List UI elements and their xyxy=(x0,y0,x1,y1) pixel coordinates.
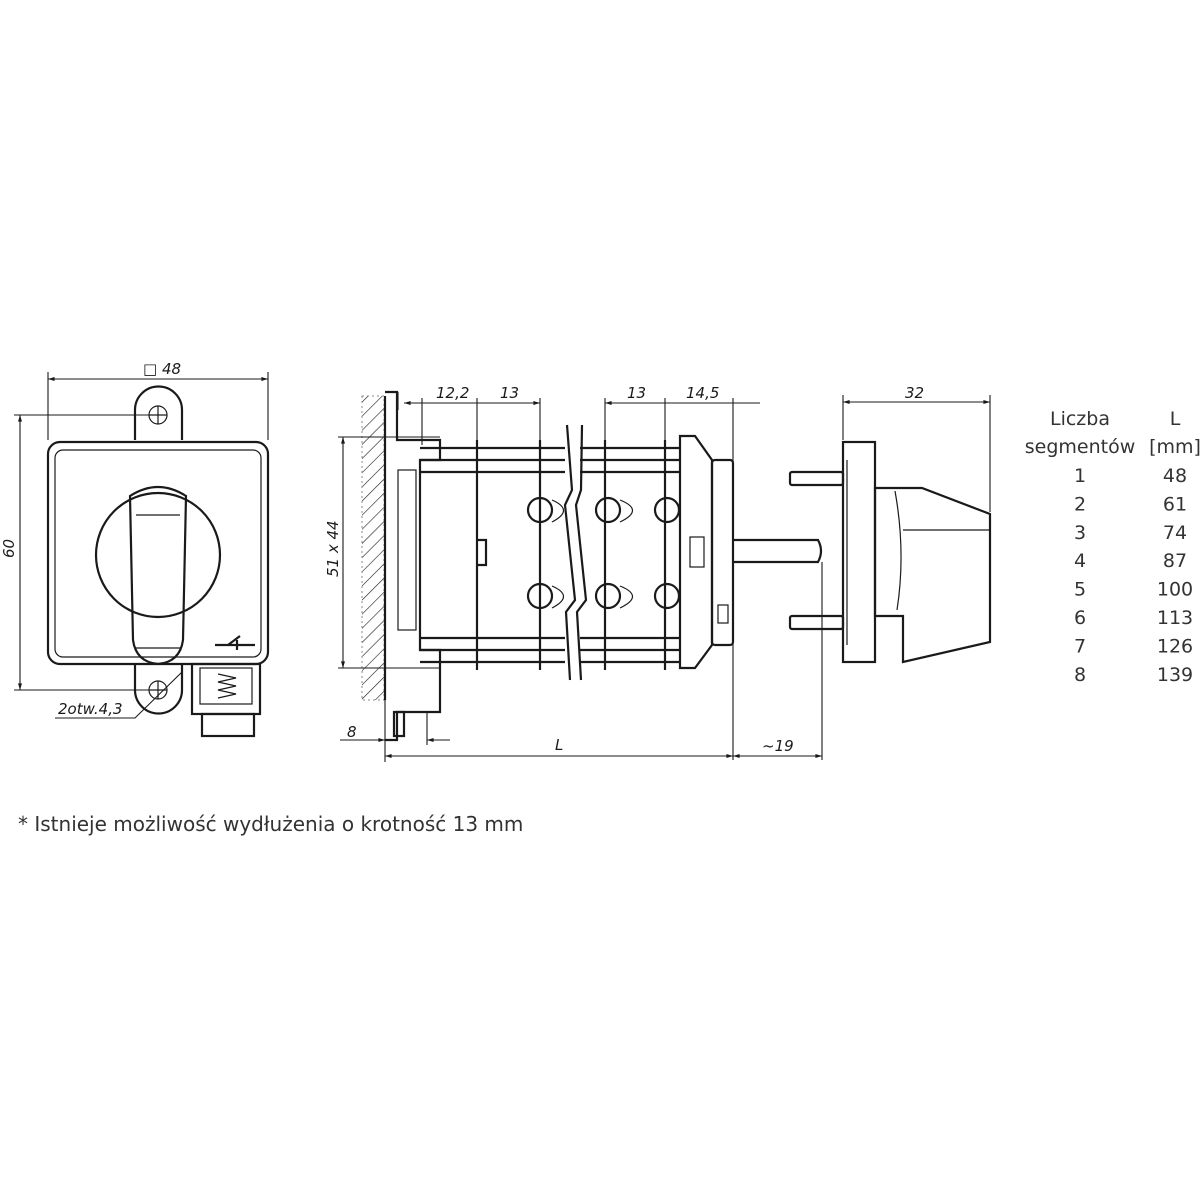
terminal-cover xyxy=(190,662,262,716)
table-cell-segments: 8 xyxy=(1074,664,1086,686)
table-cell-l: 61 xyxy=(1163,493,1187,515)
table-header-L: L xyxy=(1170,408,1181,430)
front-flange xyxy=(385,390,442,742)
mounting-pin-bottom xyxy=(788,614,845,631)
top-mounting-ear xyxy=(133,385,184,440)
mounting-panel xyxy=(362,396,384,700)
table-cell-segments: 4 xyxy=(1074,550,1086,572)
segment-lines-1 xyxy=(420,446,565,664)
dim-32: 32 xyxy=(905,384,924,402)
table-cell-l: 113 xyxy=(1157,607,1193,629)
table-cell-segments: 2 xyxy=(1074,493,1086,515)
footnote: * Istnieje możliwość wydłużenia o krotno… xyxy=(18,812,524,836)
table-cell-segments: 3 xyxy=(1074,522,1086,544)
dim-cutout: 51 x 44 xyxy=(324,520,342,577)
dim-14-5: 14,5 xyxy=(686,384,719,402)
table-header-unit: [mm] xyxy=(1149,436,1200,458)
table-header-segments-2: segmentów xyxy=(1025,436,1136,458)
latch xyxy=(200,712,256,738)
front-view: □ 48 60 2otw.4,3 xyxy=(0,360,270,738)
bottom-mounting-ear xyxy=(133,664,184,715)
dim-12-2: 12,2 xyxy=(436,384,469,402)
side-view: 12,2 13 13 14,5 51 x 44 8 L ~19 xyxy=(324,384,823,762)
rear-cover xyxy=(710,458,735,647)
table-cell-segments: 1 xyxy=(1074,465,1086,487)
table-cell-l: 74 xyxy=(1163,522,1187,544)
front-plate-outer xyxy=(46,440,270,666)
segment-lines-2 xyxy=(580,446,680,664)
handle-body xyxy=(873,486,992,664)
table-header-segments: Liczba xyxy=(1050,408,1110,430)
table-cell-l: 126 xyxy=(1157,635,1193,657)
dim-13-a: 13 xyxy=(500,384,519,402)
table-cell-l: 87 xyxy=(1163,550,1187,572)
holes-label: 2otw.4,3 xyxy=(58,700,123,718)
handle-flange xyxy=(841,440,877,664)
dim-width: □ 48 xyxy=(143,360,181,378)
break-line-left xyxy=(563,424,577,681)
end-cap xyxy=(678,434,714,670)
table-cell-l: 139 xyxy=(1157,664,1193,686)
switch-handle xyxy=(128,485,188,666)
table-cell-segments: 5 xyxy=(1074,579,1086,601)
spring-icon xyxy=(217,673,237,699)
switch-symbol-icon xyxy=(215,635,255,650)
table-cell-segments: 7 xyxy=(1074,635,1086,657)
dim-8: 8 xyxy=(347,723,357,741)
dim-19: ~19 xyxy=(762,737,794,755)
break-line-right xyxy=(574,424,588,681)
dim-13-b: 13 xyxy=(627,384,646,402)
dim-height: 60 xyxy=(0,539,18,558)
table-cell-l: 100 xyxy=(1157,579,1193,601)
front-plate-inner xyxy=(54,449,262,658)
table-cell-segments: 6 xyxy=(1074,607,1086,629)
handle-side-view: 32 xyxy=(788,384,992,664)
knob-ring xyxy=(94,491,222,619)
table-cell-l: 48 xyxy=(1163,465,1187,487)
indicator xyxy=(689,536,705,568)
terminal-screws xyxy=(526,496,681,610)
dim-L: L xyxy=(555,736,563,754)
mounting-pin-top xyxy=(788,470,845,487)
shaft xyxy=(733,538,823,564)
